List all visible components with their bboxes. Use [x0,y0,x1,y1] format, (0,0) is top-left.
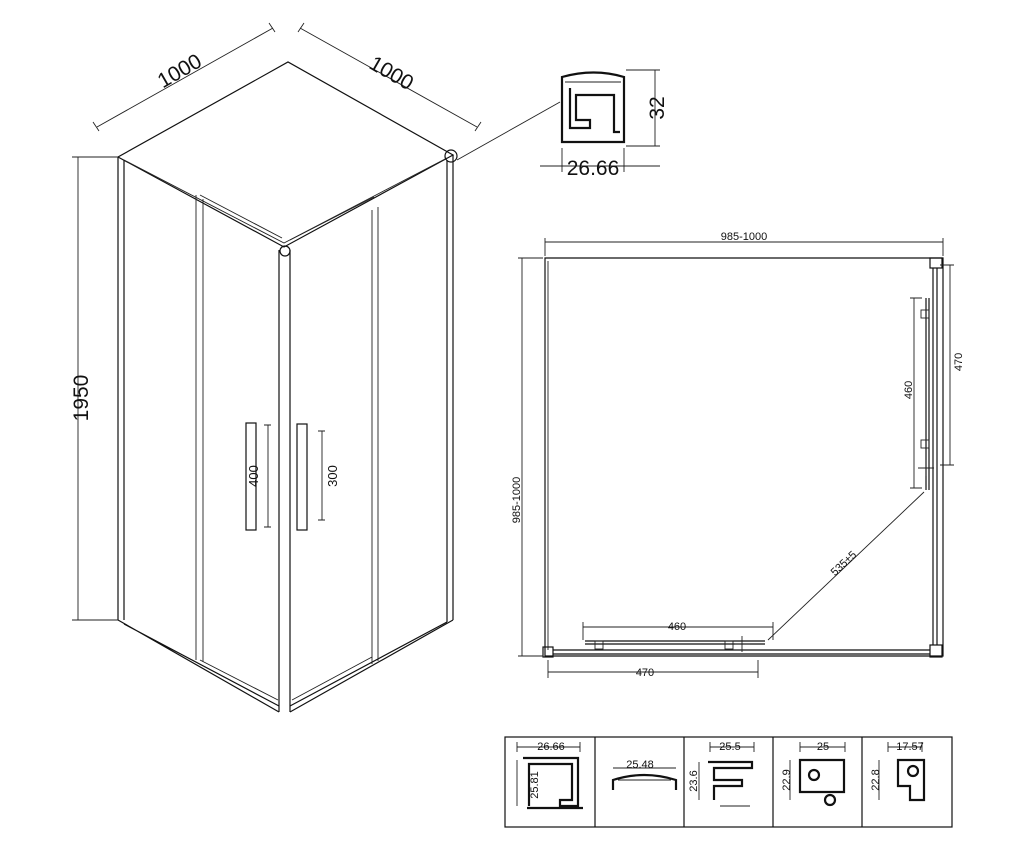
profile-3-height: 23.6 [688,770,700,791]
profile-cell-5: 17.57 22.8 [870,741,926,802]
profile-3-shape [708,760,754,800]
bottom-roller-right [724,640,734,650]
left-bottom-track [199,659,279,701]
height-dim-line [72,156,118,621]
right-handle [918,460,934,476]
handle-left-length: 400 [246,465,261,487]
profile-cell-4: 25 22.9 [781,741,846,807]
bottom-roller-left [594,640,604,650]
right-fixed-panel [932,268,938,645]
right-door-handle [296,423,308,531]
profile-1-shape [523,756,580,808]
right-roller-bottom [920,439,930,449]
left-edge-post [117,157,125,620]
width-right-dim-line [297,22,482,132]
right-outer-dim-line [940,264,954,466]
profile-1-height: 25.81 [529,771,541,799]
profile-4-height: 22.9 [781,769,793,790]
profile-leader-line [456,101,561,161]
profile-5-shape [896,758,926,802]
profile-1-width: 26.66 [537,741,565,753]
profiles-table: 26.66 25.81 25.48 25.5 23.6 25 [504,736,953,828]
width-left-dimension: 1000 [154,50,206,93]
width-left-dim-line [92,22,276,132]
profile-section [560,71,626,144]
bottom-handle [735,636,750,652]
profile-width: 26.66 [567,157,620,180]
corner-post-top [279,245,291,257]
profiles-table-dividers [594,737,863,827]
right-panel-outer: 470 [953,353,965,371]
profile-cell-3: 25.5 23.6 [688,741,755,807]
profile-4-width-dim [799,742,846,752]
profile-height-dim-line [626,69,660,147]
plan-depth-dim-line [518,257,543,657]
profile-cell-2: 25.48 [611,759,678,790]
profile-5-width-dim [887,742,923,752]
bottom-fixed-panel [553,649,930,655]
bottom-left-corner-block [542,646,554,658]
profile-4-roller [823,793,837,807]
profile-width-dim-line [540,148,660,172]
right-panel-inner: 460 [903,381,915,399]
bottom-panel-outer: 470 [636,667,654,679]
profile-cell-1: 26.66 25.81 [516,741,583,810]
profile-2-shape [611,773,678,790]
profile-4-screw-channel [807,768,821,782]
profile-height: 32 [646,96,669,119]
left-door-handle [245,422,257,531]
corner-post [278,250,291,712]
profile-5-width: 17.57 [896,741,924,753]
height-dimension: 1950 [70,375,93,422]
bottom-right-corner-block [929,644,943,658]
profile-5-height: 22.8 [870,769,882,790]
entry-width: 535±5 [829,549,860,579]
corner-detail-circle [444,149,458,163]
right-bottom-track [291,656,373,701]
plan-view: 985-1000 985-1000 470 460 460 470 535±5 [511,231,965,679]
top-frame-inner [123,157,448,244]
right-panel-seam [371,207,379,664]
right-roller-top [920,309,930,319]
profile-2-width: 25.48 [626,759,654,771]
left-panel-seam [195,195,204,662]
top-right-corner-block [929,257,943,269]
plan-depth: 985-1000 [511,477,523,524]
bottom-outer-dim-line [547,660,759,678]
profile-1-width-dim [516,742,581,752]
profiles-table-frame [504,736,953,828]
plan-width-dim-line [544,238,944,256]
bottom-inner-dim-line [582,622,774,640]
width-right-dimension: 1000 [365,52,417,95]
left-top-track [199,194,283,239]
profile-4-width: 25 [817,741,829,753]
profile-5-screw-channel [906,764,920,778]
right-bottom-rail [289,619,454,713]
handle-left-dim-line [264,424,271,528]
top-profile-detail: 32 26.66 [540,69,669,180]
profile-3-width-dim [709,742,755,752]
plan-width: 985-1000 [721,231,768,243]
right-edge-post [446,155,454,622]
entry-diagonal-line [767,491,925,641]
profile-4-shape [798,758,846,794]
isometric-view: 400 300 1950 1000 1000 [70,22,561,713]
plan-outline [544,257,944,657]
bottom-panel-inner: 460 [668,621,686,633]
right-sliding-panel [925,298,930,490]
handle-right-dim-line [318,430,325,521]
left-bottom-rail [117,619,280,713]
right-top-track [289,196,375,241]
right-inner-dim-line [910,297,922,489]
profile-3-width: 25.5 [719,741,740,753]
handle-right-length: 300 [325,465,340,487]
